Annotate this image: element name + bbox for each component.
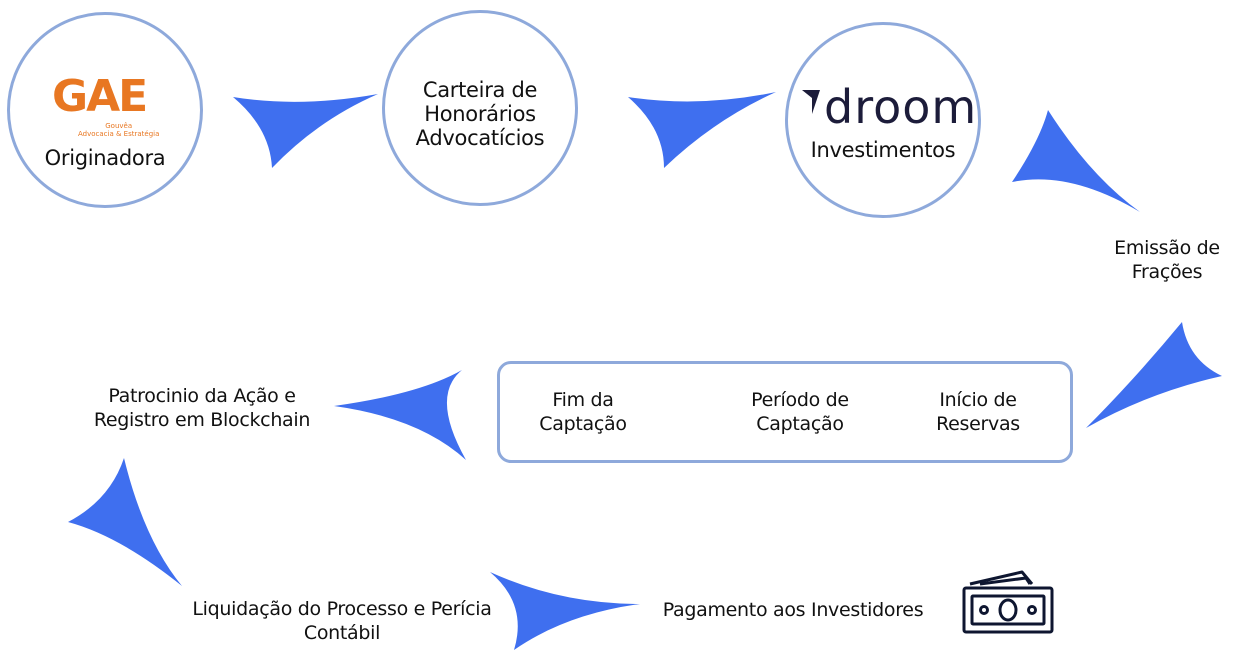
pagamento-label: Pagamento aos Investidores [662,599,924,621]
carteira-line-3: Advocatícios [415,126,545,150]
droom-label: Investimentos [810,138,956,162]
liquidacao-label: Liquidação do Processo e Perícia Contábi… [192,598,492,644]
inicio-label: Início de Reservas [936,389,1020,435]
patrocinio-label: Patrocinio da Ação e Registro em Blockch… [93,385,311,431]
carteira-text: Carteira de Honorários Advocatícios [382,78,578,150]
arrow-icon [1012,110,1140,212]
arrow-icon [68,458,182,586]
gae-logo-text: GAE [52,71,148,122]
circle-originadora [7,12,203,208]
originadora-label: Originadora [44,146,166,170]
arrow-icon [334,370,466,460]
circle-droom [785,22,981,218]
droom-logo: droom [802,80,978,134]
droom-logo-text: droom [824,80,978,134]
arrow-icon [628,92,776,168]
gae-logo-subtitle-1: Gouvêa [105,122,133,130]
arrow-icon [490,572,640,650]
money-bills-icon [962,570,1054,634]
droom-mark-icon [802,90,820,114]
circle-carteira [382,10,578,206]
carteira-line-1: Carteira de [422,78,538,102]
periodo-label: Período de Captação [751,389,849,435]
gae-logo-subtitle-2: Advocacia & Estratégia [78,130,160,138]
gae-logo: GAE Gouvêa Advocacia & Estratégia [52,74,172,142]
arrow-icon [1086,322,1222,428]
captacao-box [497,361,1073,463]
fim-label: Fim da Captação [539,389,627,435]
carteira-line-2: Honorários [424,102,536,126]
emissao-label: Emissão de Frações [1114,237,1220,283]
arrow-icon [233,94,378,168]
